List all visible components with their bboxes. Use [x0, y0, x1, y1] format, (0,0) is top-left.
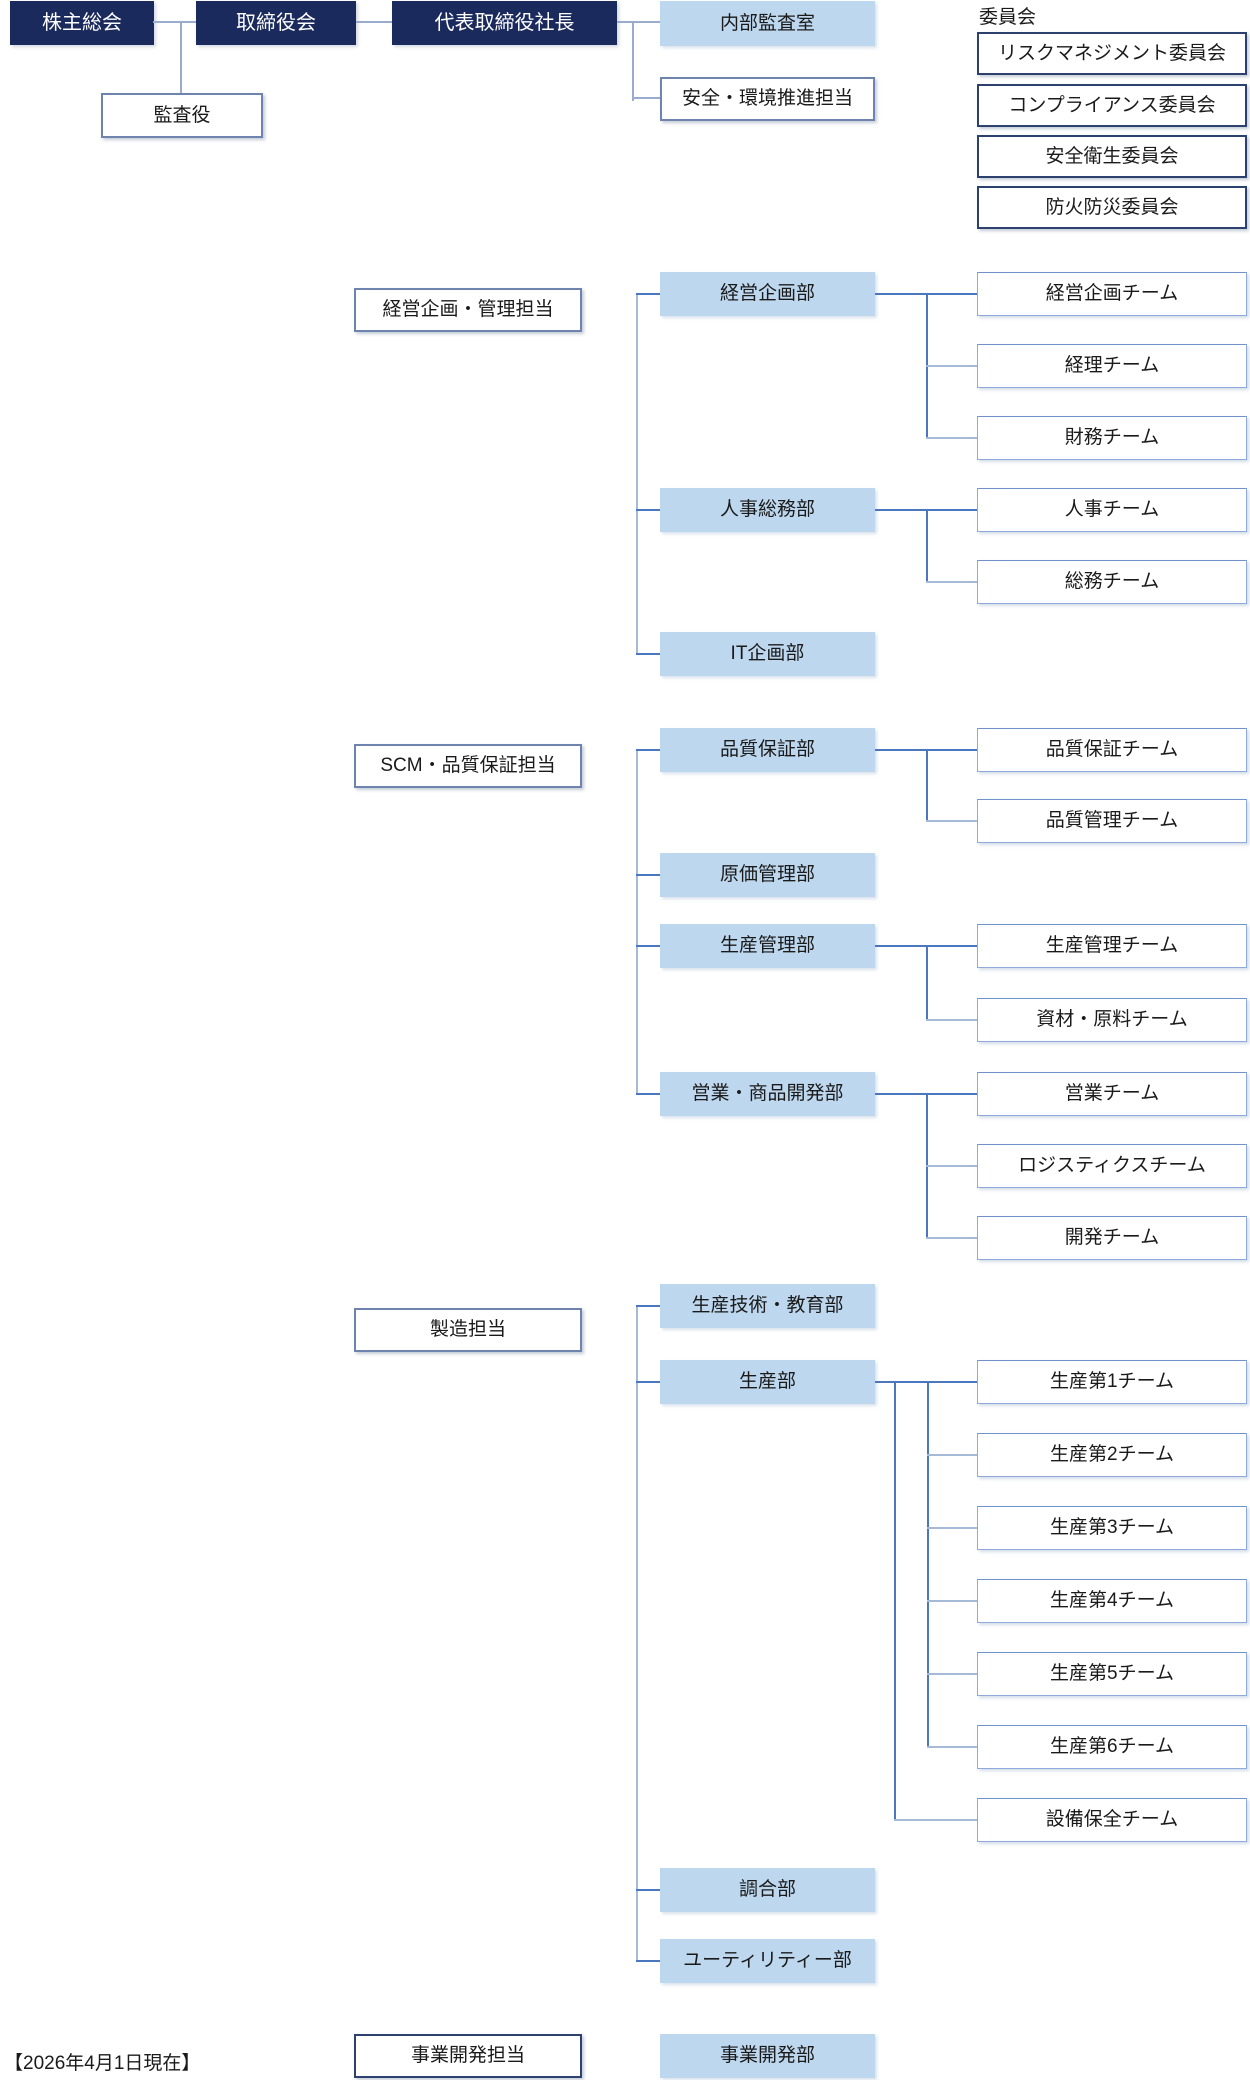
team-node: ロジスティクスチーム — [977, 1144, 1247, 1188]
as-of-date: 【2026年4月1日現在】 — [4, 2053, 201, 2074]
team-node: 資材・原料チーム — [977, 998, 1247, 1042]
dept-node: 事業開発部 — [660, 2034, 875, 2078]
committee-item: 防火防災委員会 — [977, 186, 1247, 229]
dept-node: 生産技術・教育部 — [660, 1284, 875, 1328]
connector-line — [180, 21, 182, 93]
team-node: 品質管理チーム — [977, 799, 1247, 843]
dept-node: 人事総務部 — [660, 488, 875, 532]
team-node: 設備保全チーム — [977, 1798, 1247, 1842]
connector-line — [927, 1673, 977, 1675]
connector-line — [926, 1165, 977, 1167]
section-head-node: 経営企画・管理担当 — [354, 288, 582, 332]
dept-node: 品質保証部 — [660, 728, 875, 772]
team-node: 開発チーム — [977, 1216, 1247, 1260]
section-head-node: SCM・品質保証担当 — [354, 744, 582, 788]
connector-line — [927, 1454, 977, 1456]
dept-node: 生産部 — [660, 1360, 875, 1404]
connector-line — [153, 21, 196, 23]
team-node: 生産管理チーム — [977, 924, 1247, 968]
team-node: 生産第5チーム — [977, 1652, 1247, 1696]
team-node: 生産第6チーム — [977, 1725, 1247, 1769]
node-shareholders-meeting: 株主総会 — [10, 1, 154, 45]
team-node: 生産第1チーム — [977, 1360, 1247, 1404]
team-node: 生産第2チーム — [977, 1433, 1247, 1477]
committee-item: コンプライアンス委員会 — [977, 84, 1247, 127]
team-node: 経営企画チーム — [977, 272, 1247, 316]
connector-line — [636, 293, 660, 295]
connector-line — [926, 749, 928, 822]
dept-node: 営業・商品開発部 — [660, 1072, 875, 1116]
connector-line — [636, 1889, 660, 1891]
section-head-node: 事業開発担当 — [354, 2034, 582, 2078]
committee-item: 安全衛生委員会 — [977, 135, 1247, 178]
team-node: 営業チーム — [977, 1072, 1247, 1116]
connector-line — [927, 1381, 929, 1748]
committee-item: リスクマネジメント委員会 — [977, 32, 1247, 75]
team-node: 生産第4チーム — [977, 1579, 1247, 1623]
team-node: 経理チーム — [977, 344, 1247, 388]
connector-line — [926, 365, 977, 367]
dept-node: 生産管理部 — [660, 924, 875, 968]
team-node: 財務チーム — [977, 416, 1247, 460]
connector-line — [636, 749, 660, 751]
connector-line — [927, 1746, 977, 1748]
connector-line — [926, 437, 977, 439]
connector-line — [926, 820, 977, 822]
node-auditor: 監査役 — [101, 93, 263, 138]
connector-line — [636, 509, 660, 511]
dept-node: IT企画部 — [660, 632, 875, 676]
connector-line — [636, 1381, 660, 1383]
connector-line — [636, 293, 638, 655]
connector-line — [632, 21, 634, 101]
connector-line — [636, 1960, 660, 1962]
connector-line — [636, 653, 660, 655]
connector-line — [636, 874, 660, 876]
connector-line — [632, 97, 660, 99]
team-node: 総務チーム — [977, 560, 1247, 604]
team-node: 品質保証チーム — [977, 728, 1247, 772]
connector-line — [927, 1527, 977, 1529]
dept-node: ユーティリティー部 — [660, 1939, 875, 1983]
connector-line — [894, 1819, 977, 1821]
node-board-of-directors: 取締役会 — [196, 1, 356, 45]
connector-line — [926, 1237, 977, 1239]
connector-line — [636, 1093, 660, 1095]
node-safety-env-promotion: 安全・環境推進担当 — [660, 77, 875, 121]
team-node: 人事チーム — [977, 488, 1247, 532]
connector-line — [636, 1305, 660, 1307]
connector-line — [926, 945, 928, 1021]
connector-line — [636, 749, 638, 1095]
connector-line — [636, 945, 660, 947]
connector-line — [636, 1305, 638, 1962]
connector-line — [356, 21, 392, 23]
connector-line — [617, 21, 660, 23]
dept-node: 原価管理部 — [660, 853, 875, 897]
team-node: 生産第3チーム — [977, 1506, 1247, 1550]
connector-line — [926, 509, 928, 583]
connector-line — [927, 1600, 977, 1602]
connector-line — [926, 1019, 977, 1021]
dept-node: 経営企画部 — [660, 272, 875, 316]
node-internal-audit-office: 内部監査室 — [660, 1, 875, 46]
committees-label: 委員会 — [979, 7, 1037, 28]
dept-node: 調合部 — [660, 1868, 875, 1912]
section-head-node: 製造担当 — [354, 1308, 582, 1352]
node-president: 代表取締役社長 — [392, 1, 617, 45]
connector-line — [926, 581, 977, 583]
connector-line — [894, 1381, 896, 1821]
connector-line — [875, 1381, 977, 1383]
